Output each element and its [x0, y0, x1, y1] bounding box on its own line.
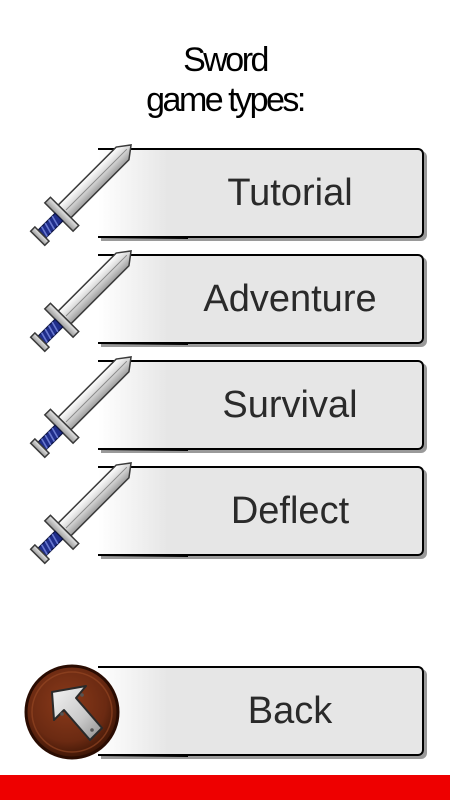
back-button-label: Back [247, 689, 333, 732]
bottom-red-bar [0, 775, 450, 800]
adventure-button[interactable]: Adventure [0, 246, 450, 356]
survival-button-frame[interactable]: Survival [98, 359, 424, 451]
back-arrow-icon[interactable] [22, 662, 122, 762]
adventure-button-label: Adventure [203, 277, 377, 320]
deflect-button-frame[interactable]: Deflect [98, 465, 424, 557]
page-title: Sword game types: [100, 40, 350, 120]
title-line-1: Sword [183, 41, 269, 79]
deflect-button-label: Deflect [230, 489, 350, 532]
tutorial-button-frame[interactable]: Tutorial [98, 147, 424, 239]
tutorial-button[interactable]: Tutorial [0, 140, 450, 250]
deflect-button[interactable]: Deflect [0, 458, 450, 568]
survival-button-label: Survival [222, 383, 358, 426]
back-button-frame[interactable]: Back [98, 665, 424, 757]
survival-button[interactable]: Survival [0, 352, 450, 462]
back-button[interactable]: Back [0, 658, 450, 760]
adventure-button-frame[interactable]: Adventure [98, 253, 424, 345]
title-line-2: game types: [146, 81, 306, 119]
tutorial-button-label: Tutorial [227, 171, 353, 214]
